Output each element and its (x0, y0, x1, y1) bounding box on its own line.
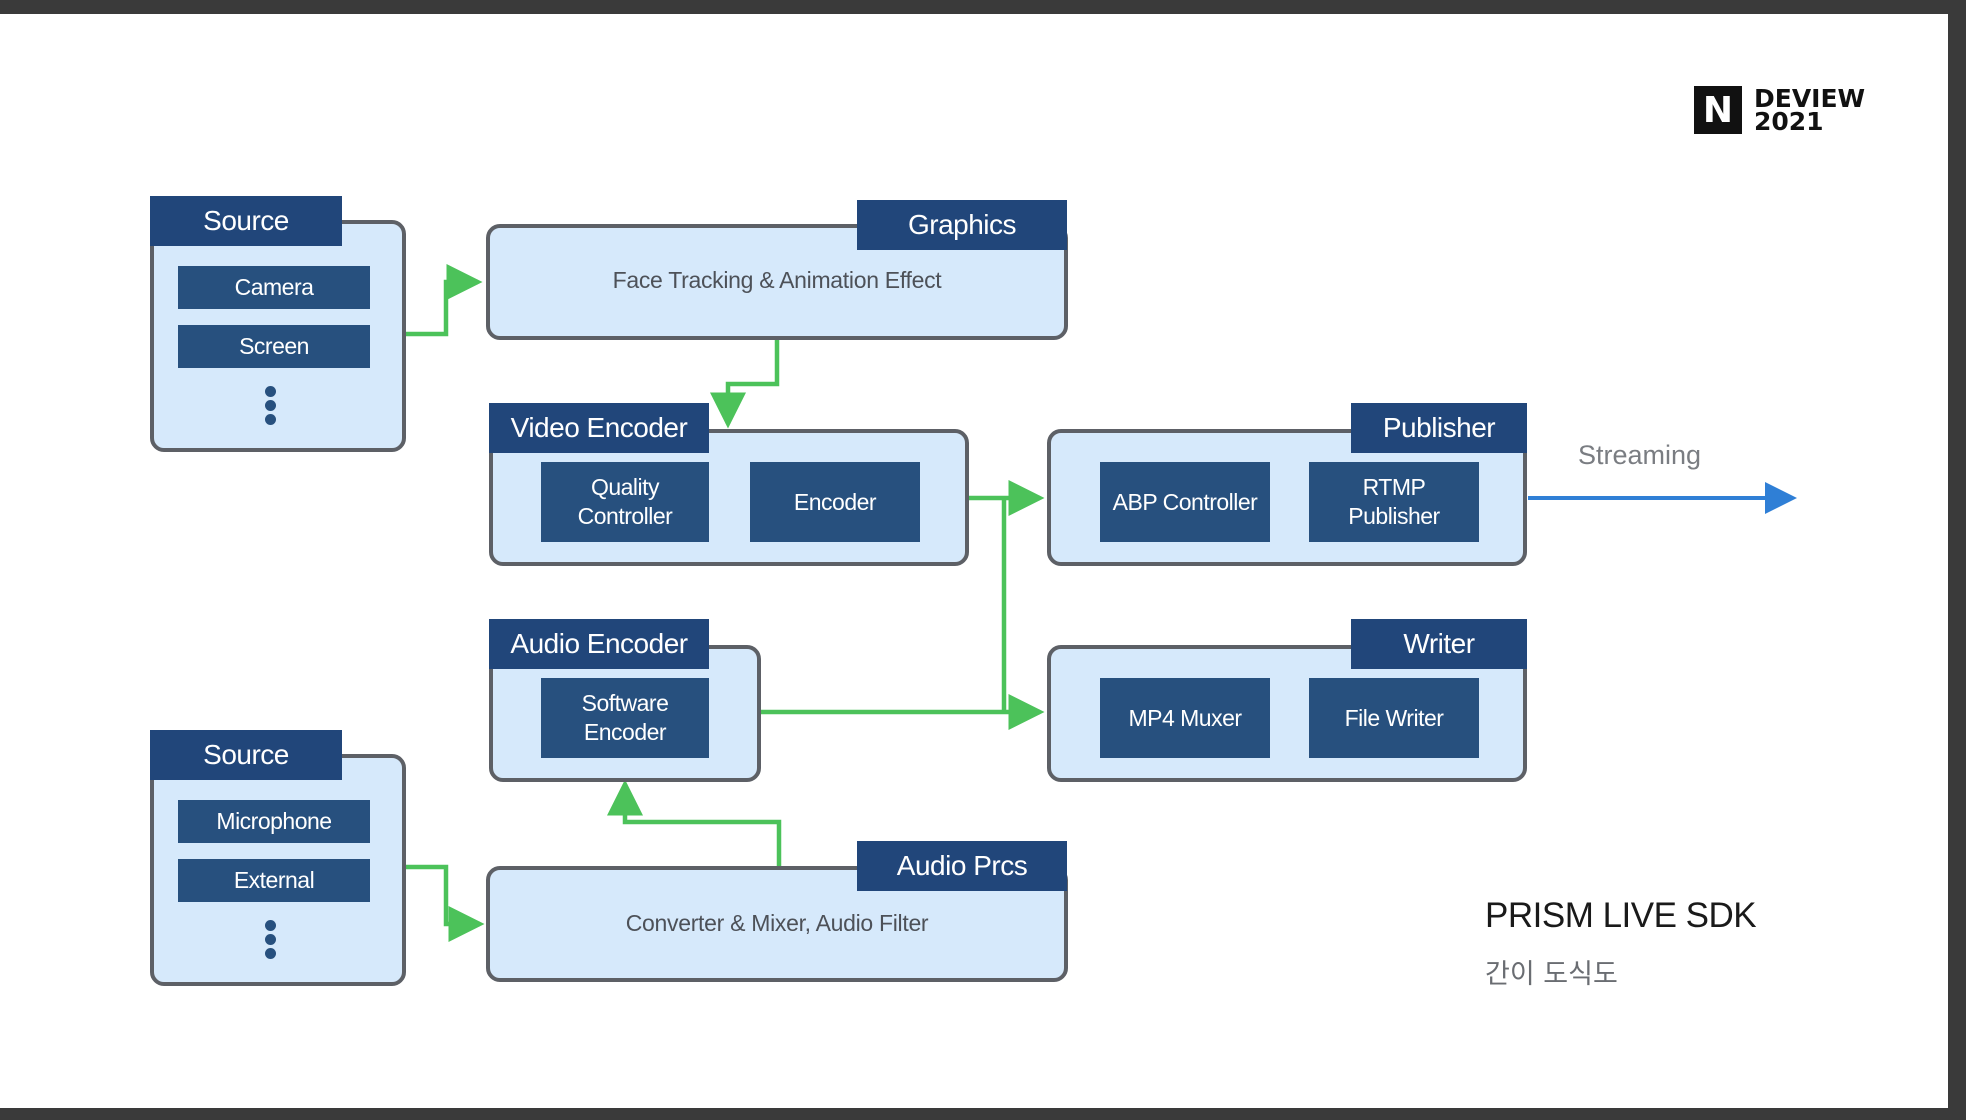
audio-source-more-icon (265, 920, 277, 962)
arrow-audio-source-to-audio-prcs (406, 864, 485, 942)
naver-n-icon: N (1694, 86, 1742, 134)
video-source-title: Source (150, 196, 342, 246)
publisher-title: Publisher (1351, 403, 1527, 453)
quality-controller-chip: Quality Controller (541, 462, 709, 542)
audio-source-item-external: External (178, 859, 370, 902)
graphics-title: Graphics (857, 200, 1067, 250)
audio-source-item-microphone: Microphone (178, 800, 370, 843)
audio-prcs-title: Audio Prcs (857, 841, 1067, 891)
audio-source-title: Source (150, 730, 342, 780)
software-encoder-chip: Software Encoder (541, 678, 709, 758)
video-source-more-icon (265, 386, 277, 428)
arrow-audio-prcs-to-audio-encoder (607, 779, 782, 866)
slide: N DEVIEW 2021 Source Camera Screen Graph… (0, 14, 1948, 1108)
logo-text: DEVIEW 2021 (1754, 84, 1866, 136)
caption-title: PRISM LIVE SDK (1485, 896, 1757, 935)
flow-arrows (406, 264, 1797, 942)
arrow-graphics-to-video-encoder (710, 340, 780, 429)
video-source-item-camera: Camera (178, 266, 370, 309)
audio-encoder-title: Audio Encoder (489, 619, 709, 669)
mp4-muxer-chip: MP4 Muxer (1100, 678, 1270, 758)
logo-line-2: 2021 (1754, 107, 1824, 136)
graphics-description: Face Tracking & Animation Effect (612, 267, 942, 293)
video-source-item-screen: Screen (178, 325, 370, 368)
video-encoder-title: Video Encoder (489, 403, 709, 453)
abp-controller-chip: ABP Controller (1100, 462, 1270, 542)
file-writer-chip: File Writer (1309, 678, 1479, 758)
encoder-chip: Encoder (750, 462, 920, 542)
rtmp-publisher-chip: RTMP Publisher (1309, 462, 1479, 542)
streaming-label: Streaming (1578, 440, 1702, 470)
writer-title: Writer (1351, 619, 1527, 669)
audio-prcs-description: Converter & Mixer, Audio Filter (625, 910, 929, 936)
deview-logo: N DEVIEW 2021 (1694, 86, 1865, 134)
logo-line-1: DEVIEW (1754, 84, 1866, 113)
arrow-video-source-to-graphics (406, 264, 483, 337)
caption-subtitle: 간이 도식도 (1485, 959, 1618, 990)
